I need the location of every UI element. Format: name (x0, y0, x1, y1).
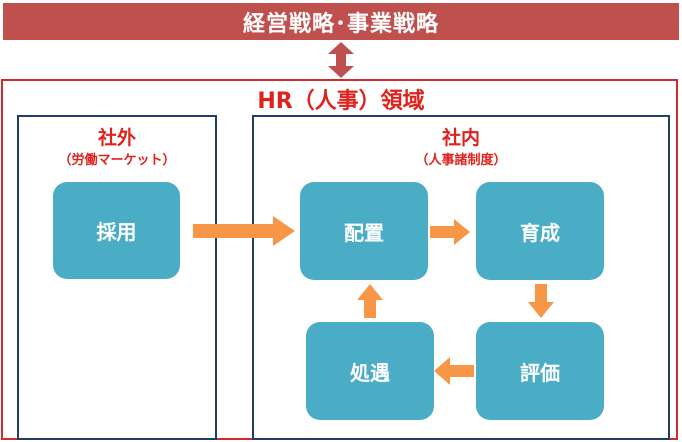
arrow-up-icon (357, 284, 383, 318)
arrow-left-icon (434, 357, 474, 385)
arrow-right-icon (193, 216, 295, 246)
node-treatment: 処遇 (306, 322, 434, 420)
external-panel: 社外 （労働マーケット） (17, 115, 217, 440)
external-panel-subtitle: （労働マーケット） (58, 153, 176, 168)
node-treatment-label: 処遇 (350, 360, 390, 385)
node-recruitment: 採用 (53, 182, 180, 279)
node-placement-label: 配置 (344, 220, 384, 245)
internal-panel-title: 社内 (441, 127, 480, 149)
external-panel-title: 社外 (97, 127, 136, 149)
hr-domain-title: HR（人事）領域 (257, 89, 425, 114)
internal-panel-subtitle: （人事諸制度） (415, 153, 507, 168)
arrow-right-icon (430, 219, 470, 245)
node-evaluation-label: 評価 (520, 360, 560, 385)
node-evaluation: 評価 (476, 322, 604, 420)
node-development-label: 育成 (520, 220, 560, 245)
node-development: 育成 (476, 182, 604, 280)
top-banner: 経営戦略･事業戦略 (3, 3, 679, 40)
double-arrow-icon (328, 42, 354, 78)
arrow-down-icon (528, 284, 554, 318)
top-banner-label: 経営戦略･事業戦略 (242, 11, 439, 37)
node-placement: 配置 (300, 182, 428, 280)
node-recruitment-label: 採用 (96, 220, 137, 244)
